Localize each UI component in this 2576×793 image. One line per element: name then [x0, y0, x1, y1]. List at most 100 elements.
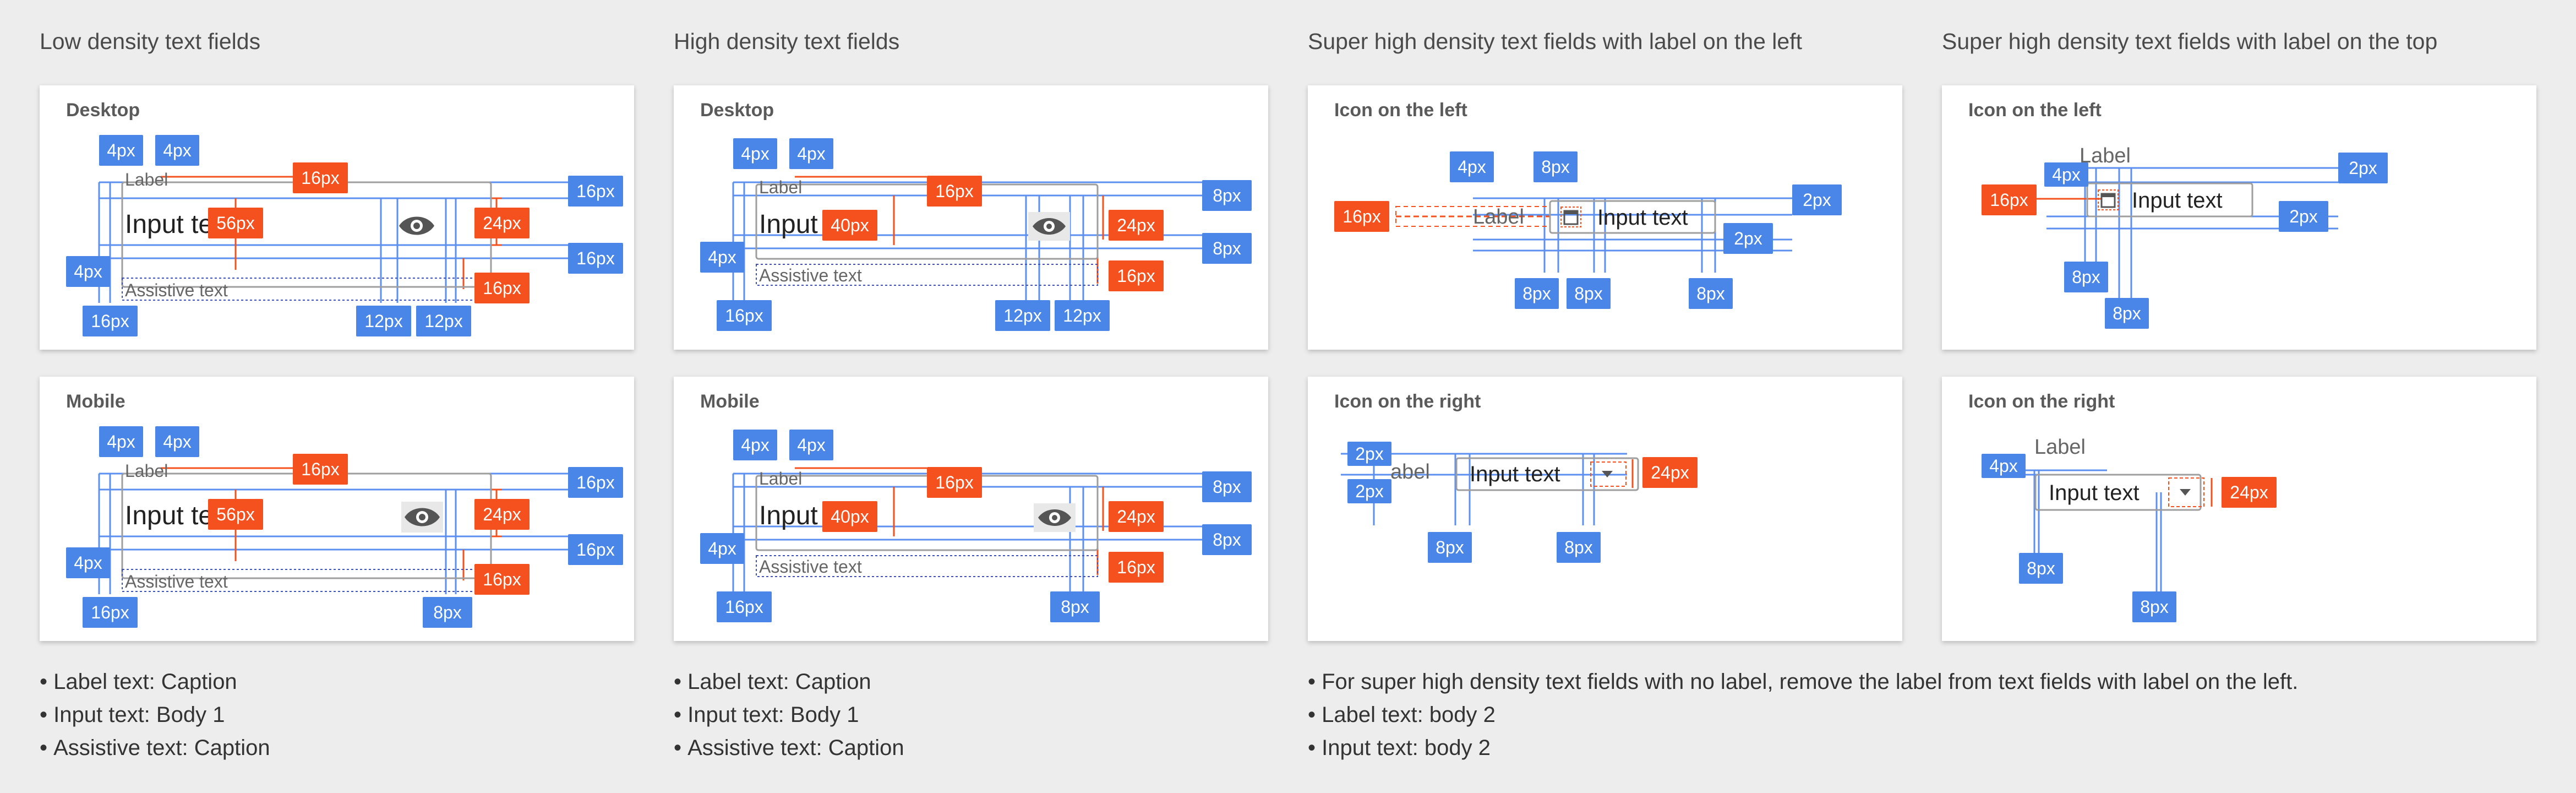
spec-8px-bottom-c: 8px: [1689, 278, 1733, 309]
spec-8px-right-top: 8px: [1202, 180, 1252, 211]
note-item: Input text: Body 1: [674, 698, 904, 731]
spec-4px-left-a: 4px: [733, 430, 777, 460]
card-title: Desktop: [700, 100, 774, 121]
text-field-outline: [1455, 457, 1639, 491]
column-title-super-high-label-left: Super high density text fields with labe…: [1308, 29, 1802, 54]
spec-2px-right-top: 2px: [2338, 153, 2388, 183]
card-title: Icon on the right: [1968, 391, 2115, 412]
spec-4px-left-a: 4px: [99, 426, 143, 457]
svg-text:4px: 4px: [107, 432, 135, 452]
column-title-high-density: High density text fields: [674, 29, 900, 54]
field-input-text: Input text: [2049, 481, 2140, 505]
svg-text:24px: 24px: [483, 504, 521, 524]
svg-text:8px: 8px: [433, 602, 462, 622]
card-title: Icon on the left: [1334, 100, 1467, 121]
note-item: Label text: Caption: [40, 665, 270, 698]
spec-4px-left-a: 4px: [733, 138, 777, 169]
card-low-density-desktop: Desktop Label Input: [40, 85, 634, 350]
svg-text:4px: 4px: [708, 539, 736, 558]
spec-16px-assistive: 16px: [1109, 552, 1164, 583]
field-assistive-text: Assistive text: [759, 265, 862, 285]
svg-text:4px: 4px: [797, 144, 826, 164]
spec-24px-icon: 24px: [1642, 457, 1698, 488]
eye-icon[interactable]: [401, 502, 443, 533]
svg-text:8px: 8px: [1213, 477, 1241, 497]
field-assistive-text: Assistive text: [759, 557, 862, 577]
spec-16px-assistive: 16px: [474, 564, 530, 595]
svg-text:2px: 2px: [2289, 207, 2318, 226]
spec-24px-icon: 24px: [474, 208, 530, 238]
spec-8px-bottom-b: 8px: [2105, 298, 2149, 329]
svg-text:4px: 4px: [1989, 456, 2018, 476]
calendar-icon[interactable]: [2098, 189, 2119, 210]
card-super-high-label-left-icon-right: Icon on the right abel Input text 2px 2p…: [1308, 377, 1902, 641]
svg-text:2px: 2px: [1734, 229, 1762, 248]
spec-8px-right-mid: 8px: [1202, 524, 1252, 555]
eye-icon[interactable]: [1028, 212, 1070, 241]
svg-text:16px: 16px: [1117, 266, 1155, 286]
spec-24px-icon: 24px: [474, 499, 530, 530]
arrow-drop-down-icon[interactable]: [2168, 477, 2204, 507]
spec-8px-bottom-a: 8px: [1428, 532, 1472, 563]
spec-24px-icon: 24px: [1109, 210, 1164, 241]
spec-8px-bottom-a: 8px: [2064, 262, 2108, 292]
note-item: Input text: body 2: [1308, 731, 2298, 764]
svg-text:16px: 16px: [1990, 190, 2028, 210]
arrow-drop-down-icon[interactable]: [1590, 461, 1627, 487]
spec-8px-right-top: 8px: [1202, 471, 1252, 502]
text-field-outline: [2034, 474, 2202, 511]
card-title: Icon on the right: [1334, 391, 1481, 412]
note-item: Assistive text: Caption: [40, 731, 270, 764]
card-low-density-mobile: Mobile Label Input te Assisti: [40, 377, 634, 641]
svg-text:16px: 16px: [576, 540, 614, 560]
svg-text:16px: 16px: [483, 278, 521, 298]
note-item: Input text: Body 1: [40, 698, 270, 731]
spec-40px-height: 40px: [822, 501, 877, 532]
svg-text:8px: 8px: [1436, 537, 1464, 557]
spec-12px-icon-right: 12px: [416, 306, 471, 336]
eye-icon[interactable]: [399, 216, 434, 235]
svg-text:8px: 8px: [1574, 284, 1603, 303]
svg-text:16px: 16px: [576, 248, 614, 268]
svg-text:4px: 4px: [708, 247, 736, 267]
svg-text:8px: 8px: [1541, 157, 1570, 177]
eye-icon[interactable]: [1034, 503, 1076, 532]
spec-16px-label-width: 16px: [1334, 201, 1389, 232]
field-label: Label: [1473, 205, 1524, 229]
guide-lines: [98, 181, 568, 303]
spec-8px-bottom-a: 8px: [2019, 553, 2063, 584]
card-super-high-label-top-icon-left: Icon on the left Label Input text 4px 16…: [1942, 85, 2536, 350]
svg-text:24px: 24px: [1117, 507, 1155, 526]
svg-text:16px: 16px: [1117, 557, 1155, 577]
spec-4px-left-b: 4px: [155, 135, 199, 166]
field-label: abel: [1390, 460, 1430, 484]
notes-low-density: Label text: Caption Input text: Body 1 A…: [40, 665, 270, 764]
spec-4px-left-bottom: 4px: [66, 547, 110, 578]
calendar-icon[interactable]: [1560, 207, 1581, 227]
svg-text:2px: 2px: [2349, 158, 2377, 178]
spec-16px-right-top: 16px: [568, 176, 623, 207]
spec-8px-icon-bottom: 8px: [423, 597, 472, 628]
field-label: Label: [2034, 436, 2086, 459]
spec-56px-height: 56px: [208, 208, 263, 238]
spec-8px-right-mid: 8px: [1202, 233, 1252, 264]
field-label: Label: [759, 469, 802, 488]
card-title: Icon on the left: [1968, 100, 2102, 121]
svg-text:8px: 8px: [1696, 284, 1725, 303]
spec-16px-bottom-left: 16px: [717, 591, 772, 622]
svg-text:40px: 40px: [831, 507, 869, 526]
field-input-text: Input: [759, 210, 818, 239]
spec-12px-icon-right: 12px: [1055, 300, 1110, 331]
svg-text:16px: 16px: [91, 311, 129, 331]
spec-8px-icon-bottom: 8px: [1050, 591, 1100, 622]
svg-text:4px: 4px: [797, 435, 826, 455]
notes-super-high-density: For super high density text fields with …: [1308, 665, 2298, 764]
svg-text:12px: 12px: [1003, 306, 1041, 325]
spec-40px-height: 40px: [822, 210, 877, 241]
svg-text:16px: 16px: [725, 306, 763, 325]
spec-4px-top: 4px: [2044, 162, 2088, 187]
field-input-text: Input te: [125, 210, 213, 239]
note-item: For super high density text fields with …: [1308, 665, 2298, 698]
svg-text:4px: 4px: [107, 140, 135, 160]
spec-56px-height: 56px: [208, 499, 263, 530]
